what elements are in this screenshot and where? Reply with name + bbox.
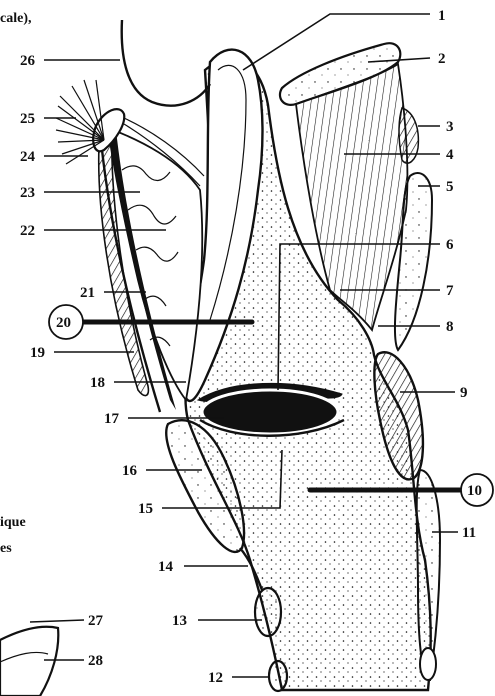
label-21: 21 (80, 285, 95, 301)
label-27: 27 (88, 613, 104, 629)
label-4: 4 (446, 147, 454, 163)
cricoid-arch (255, 588, 281, 636)
label-23: 23 (20, 185, 35, 201)
label-19: 19 (30, 345, 45, 361)
edge-text-mid-left-a: ique (0, 515, 26, 530)
label-28: 28 (88, 653, 103, 669)
edge-text-top-left: cale), (0, 11, 31, 26)
label-25: 25 (20, 111, 35, 127)
lower-left-structure (0, 627, 58, 696)
anatomy-drawing (0, 20, 440, 696)
label-26: 26 (20, 53, 36, 69)
label-15: 15 (138, 501, 153, 517)
posterior-cartilage-foot (420, 648, 436, 680)
label-11: 11 (462, 525, 476, 541)
edge-text-mid-left-b: es (0, 541, 12, 556)
label-22: 22 (20, 223, 35, 239)
vessel-structure (399, 108, 418, 163)
label-17: 17 (104, 411, 120, 427)
label-13: 13 (172, 613, 187, 629)
label-8: 8 (446, 319, 454, 335)
label-2: 2 (438, 51, 446, 67)
label-16: 16 (122, 463, 138, 479)
label-12: 12 (208, 670, 223, 686)
label-9: 9 (460, 385, 468, 401)
label-24: 24 (20, 149, 36, 165)
tracheal-ring (269, 661, 287, 691)
tongue-base-curve (122, 20, 210, 106)
label-14: 14 (158, 559, 174, 575)
label-20: 20 (56, 315, 71, 331)
label-18: 18 (90, 375, 105, 391)
label-1: 1 (438, 8, 446, 24)
label-5: 5 (446, 179, 454, 195)
label-6: 6 (446, 237, 454, 253)
label-10: 10 (467, 483, 482, 499)
label-7: 7 (446, 283, 454, 299)
label-3: 3 (446, 119, 454, 135)
laryngeal-ventricle (202, 390, 338, 434)
